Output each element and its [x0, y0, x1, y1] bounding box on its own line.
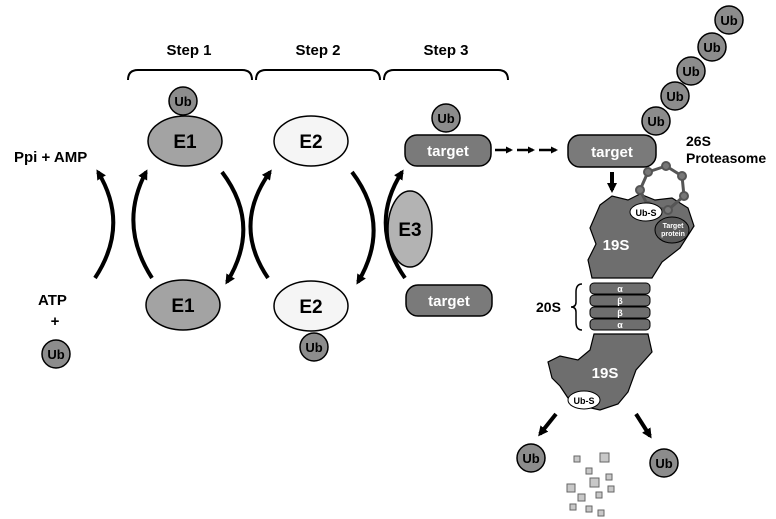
ub-label: Ub — [522, 451, 539, 466]
peptide-fragments — [566, 452, 615, 517]
ub-label: Ub — [437, 111, 454, 126]
target-protein-label-line2: protein — [661, 231, 685, 238]
curved-arrow — [93, 169, 116, 280]
curved-arrow — [220, 170, 246, 285]
ub-label: Ub — [682, 64, 699, 79]
e2-label: E2 — [299, 132, 322, 153]
cap-19s-label: 19S — [603, 237, 630, 254]
e1-enzyme — [145, 279, 221, 331]
target-protein — [404, 134, 492, 167]
curved-arrow — [131, 169, 154, 280]
curved-arrow — [383, 169, 407, 280]
ub-input: Ub — [41, 339, 71, 369]
ub-circle — [299, 332, 329, 362]
ub-circle — [697, 32, 727, 62]
free-target: target — [405, 284, 493, 317]
step-2-label: Step 2 — [295, 42, 340, 59]
curved-arrow — [350, 170, 376, 285]
ub-label: Ub — [174, 94, 191, 109]
e1-label: E1 — [171, 296, 195, 317]
step-1-bracket: Step 1 — [127, 42, 253, 81]
ub-label: Ub — [703, 40, 720, 55]
e2-enzyme — [273, 280, 349, 332]
core-brace — [570, 283, 583, 331]
release-arrow-left — [538, 412, 558, 437]
ub-chain: Ub Ub Ub Ub Ub — [641, 5, 744, 136]
ub-circle — [641, 106, 671, 136]
cap-19s-label: 19S — [592, 365, 619, 382]
polyubiquitinated-target: target Ub Ub Ub Ub Ub — [567, 5, 744, 168]
atp-label: ATP — [38, 292, 67, 309]
alpha-label: α — [617, 284, 623, 294]
proteasome-title-line2: Proteasome — [686, 150, 766, 166]
target-protein-blob — [654, 216, 690, 244]
proteasome-title-line1: 26S — [686, 133, 711, 149]
ub-label: Ub — [655, 456, 672, 471]
ub-s-bubble — [629, 202, 663, 222]
ubiquitinated-target: Ub target — [404, 103, 492, 167]
ub-label: Ub — [720, 13, 737, 28]
e1-free: E1 — [145, 279, 221, 331]
ppi-amp-label: Ppi + AMP — [14, 149, 87, 166]
ub-circle — [168, 86, 198, 116]
beta-label: β — [617, 296, 623, 306]
target-label: target — [591, 144, 633, 161]
e2-label: E2 — [299, 297, 322, 318]
target-protein — [567, 134, 657, 168]
e1-enzyme — [147, 115, 223, 167]
e2-enzyme — [273, 115, 349, 167]
ub-circle — [714, 5, 744, 35]
ub-label: Ub — [647, 114, 664, 129]
e2-ub-complex: E2 Ub — [273, 280, 349, 362]
ub-label: Ub — [666, 89, 683, 104]
target-protein-label-line1: Target — [663, 223, 685, 230]
release-arrow-right — [634, 412, 652, 439]
e2-free: E2 — [273, 115, 349, 167]
ub-label: Ub — [47, 347, 64, 362]
step-3-bracket: Step 3 — [383, 42, 509, 81]
step-1-label: Step 1 — [166, 42, 211, 59]
target-label: target — [428, 293, 470, 310]
ub-label: Ub — [305, 340, 322, 355]
e3-enzyme — [387, 190, 433, 268]
beta-label: β — [617, 308, 623, 318]
step-3-label: Step 3 — [423, 42, 468, 59]
alpha-label: α — [617, 320, 623, 330]
target-protein — [405, 284, 493, 317]
ub-circle — [431, 103, 461, 133]
e3-ligase: E3 — [387, 190, 433, 268]
ub-circle — [660, 81, 690, 111]
plus-label: + — [51, 313, 60, 330]
target-label: target — [427, 143, 469, 160]
proteasome-26s: Ub-S Target protein 19S α β β α 20S 19S … — [536, 161, 695, 411]
curved-arrow — [248, 169, 272, 280]
ub-circle — [676, 56, 706, 86]
core-20s-label: 20S — [536, 299, 561, 315]
released-ub-left: Ub — [516, 443, 546, 473]
e1-label: E1 — [173, 132, 197, 153]
step-2-bracket: Step 2 — [255, 42, 381, 81]
core-20s: α β β α — [589, 282, 651, 331]
e3-label: E3 — [398, 220, 421, 241]
released-ub-right: Ub — [649, 448, 679, 478]
ub-s-label: Ub-S — [636, 208, 657, 218]
ub-s-bubble — [567, 390, 601, 410]
ub-s-label: Ub-S — [574, 396, 595, 406]
e1-ub-complex: Ub E1 — [147, 86, 223, 167]
